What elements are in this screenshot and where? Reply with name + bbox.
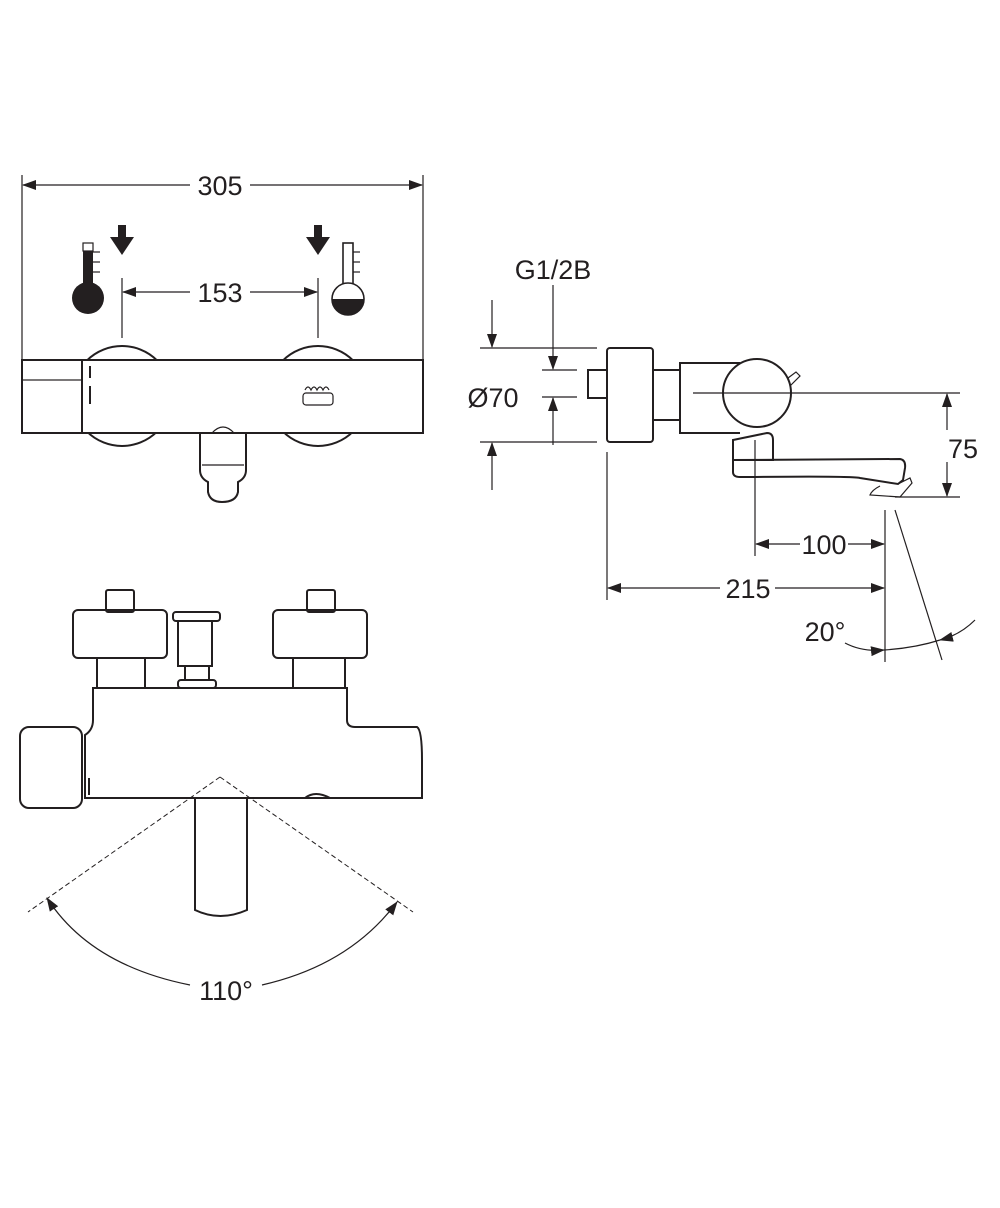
dimension-75: 75 (895, 393, 978, 498)
tilt-angle-label: 20° (805, 617, 846, 647)
dimension-diameter: Ø70 (467, 285, 597, 490)
dimension-label-75: 75 (948, 434, 978, 464)
dimension-305: 305 (21, 171, 424, 362)
dimension-100: 100 (754, 440, 943, 662)
inlet-arrow-down-icon (110, 225, 330, 255)
side-view: G1/2B Ø70 75 (467, 255, 978, 662)
dimension-label-100: 100 (801, 530, 846, 560)
dimension-label-305: 305 (197, 171, 242, 201)
dimension-swivel-angle: 110° (27, 776, 414, 1006)
dimension-label-215: 215 (725, 574, 770, 604)
top-view: 110° (19, 589, 423, 1006)
diameter-label: Ø70 (467, 383, 518, 413)
swivel-angle-label: 110° (199, 976, 253, 1006)
mixer-body-front (21, 345, 424, 504)
thread-label: G1/2B (515, 255, 592, 285)
mixer-body-top (19, 589, 423, 917)
dimension-tilt-angle: 20° (805, 617, 976, 657)
thermometer-cold-icon (331, 242, 365, 316)
dimension-215: 215 (606, 452, 885, 604)
dimension-153: 153 (121, 278, 319, 338)
mixer-body-side (587, 347, 960, 498)
thermometer-hot-icon (72, 242, 104, 314)
dimension-label-153: 153 (197, 278, 242, 308)
front-view: 305 153 (21, 171, 424, 504)
